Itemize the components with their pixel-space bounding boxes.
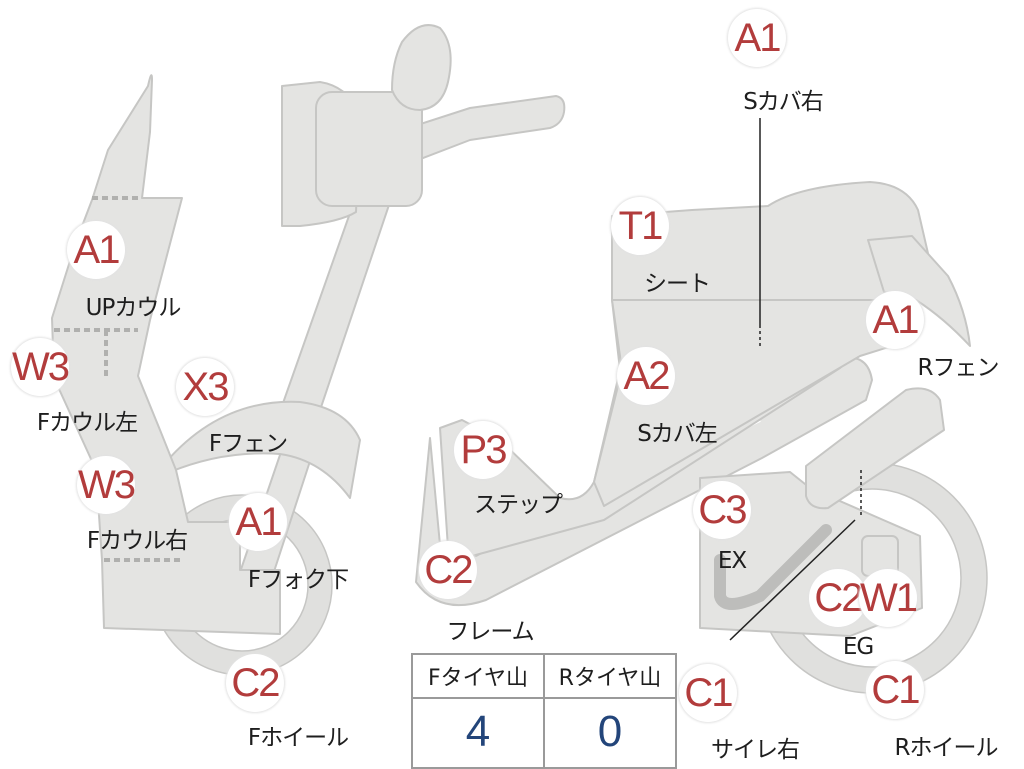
seat-shape — [611, 181, 931, 301]
s-cover-left-grade: A2 — [617, 347, 675, 405]
s-cover-right-grade: A1 — [728, 9, 786, 67]
front-tread-value: 4 — [465, 707, 491, 756]
engine-grade-2: W1 — [859, 569, 918, 627]
front-fender-shape — [165, 400, 361, 499]
exhaust-label: EX — [717, 548, 747, 574]
s-cover-right-label: Sカバ右 — [743, 89, 824, 115]
f-wheel-grade: C2 — [226, 654, 284, 712]
f-fork-lower-grade: A1 — [229, 493, 287, 551]
f-cowl-left-label: Fカウル左 — [36, 410, 138, 436]
f-fork-lower-label: Fフォク下 — [247, 567, 349, 593]
step-grade: P3 — [454, 421, 512, 479]
rear-tread-value: 0 — [597, 707, 623, 756]
tire-tread-table: Fタイヤ山 Rタイヤ山 4 0 — [411, 653, 677, 769]
seat-grade: T1 — [611, 197, 669, 255]
exhaust-pipe-shape — [714, 524, 832, 610]
s-cover-left-label: Sカバ左 — [637, 421, 718, 447]
seat-label: シート — [644, 271, 711, 297]
mirror-shape — [391, 24, 452, 111]
r-wheel-label: Rホイール — [894, 735, 999, 761]
table-divider — [543, 655, 545, 767]
front-tread-header: Fタイヤ山 — [428, 666, 528, 691]
f-wheel-label: Fホイール — [247, 725, 349, 751]
f-cowl-right-grade: W3 — [77, 456, 136, 514]
engine-label: EG — [842, 634, 874, 660]
f-fender-label: Fフェン — [208, 431, 288, 457]
rear-fender-grade: A1 — [866, 291, 924, 349]
up-cowl-label: UPカウル — [85, 295, 182, 321]
rear-tread-header: Rタイヤ山 — [558, 666, 662, 691]
engine-grade: C2 — [809, 569, 867, 627]
silencer-right-grade: C1 — [679, 664, 737, 722]
muffler-shape — [805, 387, 945, 510]
step-label: ステップ — [474, 492, 563, 518]
rear-fender-label: Rフェン — [917, 355, 1000, 381]
rear-fender-shape — [867, 235, 971, 347]
r-wheel-grade: C1 — [866, 661, 924, 719]
silencer-right-label: サイレ右 — [711, 737, 800, 763]
exhaust-grade: C3 — [693, 481, 751, 539]
frame-grade: C2 — [419, 541, 477, 599]
f-cowl-left-grade: W3 — [11, 338, 70, 396]
f-fender-grade: X3 — [176, 358, 234, 416]
up-cowl-grade: A1 — [67, 221, 125, 279]
f-cowl-right-label: Fカウル右 — [86, 528, 188, 554]
frame-label: フレーム — [446, 619, 534, 645]
